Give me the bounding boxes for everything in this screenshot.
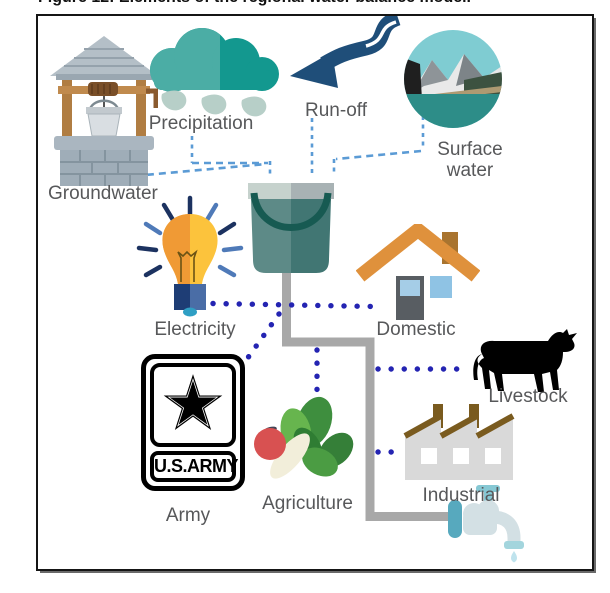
faucet-icon [448,485,524,563]
army-star-icon [163,374,223,430]
figure-caption: Figure 12: Elements of the regional wate… [38,0,471,6]
label-surface-water: Surface water [437,139,503,181]
label-groundwater: Groundwater [48,183,158,204]
bucket-icon [248,183,334,273]
label-agriculture: Agriculture [262,493,353,514]
label-electricity: Electricity [154,319,236,340]
water-drop-icon [510,551,518,563]
army-logo-outer-border: U.S.ARMY [141,354,245,491]
light-rays-icon [136,195,244,278]
army-logo-text: U.S.ARMY [150,451,239,482]
label-army: Army [165,505,211,526]
label-domestic: Domestic [376,319,456,340]
label-industrial: Industrial [422,485,500,506]
house-icon [356,224,480,320]
lightbulb-icon [136,195,244,317]
army-star-box [150,363,236,447]
label-runoff: Run-off [305,100,367,121]
diagram-border [36,14,594,571]
mountain-lake-photo-icon [404,30,502,128]
us-army-logo-icon: U.S.ARMY [141,354,245,491]
label-livestock: Livestock [488,386,568,407]
rain-cloud-icon [150,28,279,117]
vegetables-icon [254,396,354,479]
cow-icon [473,329,577,392]
label-precipitation: Precipitation [148,113,254,134]
rain-drops-icon [161,90,267,117]
factory-icon [403,404,515,480]
river-arrow-icon [290,16,401,88]
water-well-icon [50,36,158,186]
